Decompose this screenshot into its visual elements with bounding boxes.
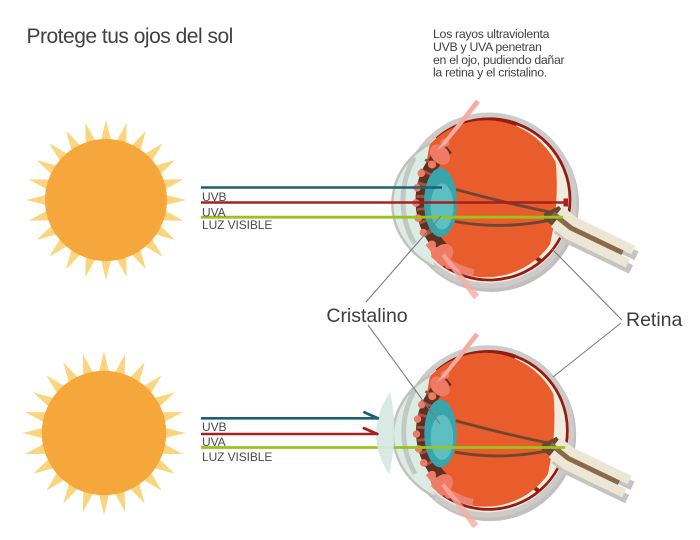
svg-text:UVA: UVA: [202, 435, 226, 449]
svg-text:Protege tus ojos del sol: Protege tus ojos del sol: [27, 25, 233, 48]
svg-text:UVB: UVB: [202, 190, 226, 204]
svg-text:Retina: Retina: [626, 309, 683, 331]
svg-text:UVB: UVB: [202, 420, 226, 434]
svg-text:LUZ VISIBLE: LUZ VISIBLE: [202, 450, 272, 464]
svg-text:LUZ VISIBLE: LUZ VISIBLE: [202, 218, 272, 232]
svg-text:UVA: UVA: [202, 205, 226, 219]
svg-text:Cristalino: Cristalino: [326, 305, 407, 327]
